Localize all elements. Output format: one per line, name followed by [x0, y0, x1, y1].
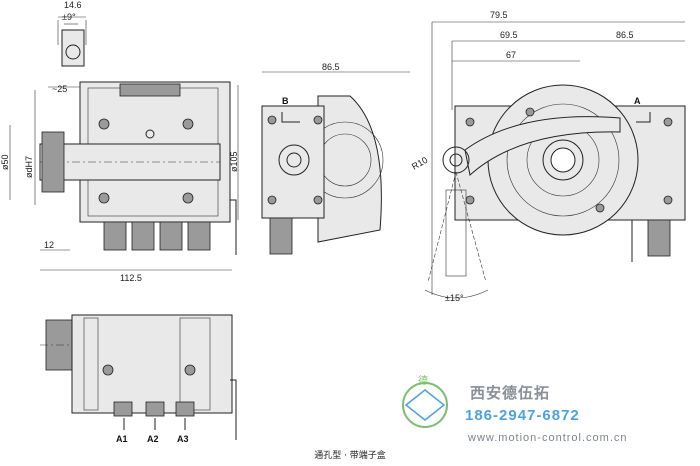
dim-12: 12 [44, 240, 54, 250]
dim-67: 67 [506, 50, 516, 60]
dim-9-deg: ±9° [62, 12, 76, 22]
dim-86-5-left: 86.5 [322, 62, 340, 72]
company-logo: 德 [402, 374, 448, 428]
section-b-label: B [282, 96, 289, 106]
dim-86-5-right: 86.5 [616, 30, 634, 40]
left-side-view [9, 16, 239, 271]
dim-d50: ø50 [0, 154, 10, 170]
connector-a1-label: A1 [116, 434, 128, 444]
logo-character: 德 [418, 374, 428, 387]
dim-15-deg: ±15° [445, 293, 464, 303]
bottom-view [40, 314, 237, 440]
dim-d105: ø105 [229, 151, 239, 172]
connector-a3-label: A3 [177, 434, 189, 444]
connector-a2-label: A2 [147, 434, 159, 444]
dim-112-5: 112.5 [120, 273, 142, 283]
dim-dh7: ødH7 [24, 156, 34, 178]
middle-view [261, 71, 410, 255]
company-name: 西安德伍拓 [470, 384, 550, 402]
right-front-view [424, 21, 686, 299]
dim-69-5: 69.5 [500, 30, 518, 40]
section-a-label: A [634, 96, 641, 106]
dim-25: ~25 [52, 84, 67, 94]
website-url: www.motion-control.com.cn [467, 432, 628, 444]
dim-14-6: 14.6 [64, 0, 82, 10]
dim-79-5: 79.5 [490, 10, 508, 20]
figure-caption: 通孔型 · 带端子盒 [314, 451, 386, 461]
phone-number: 186-2947-6872 [465, 407, 580, 424]
dim-r10: R10 [410, 155, 429, 172]
